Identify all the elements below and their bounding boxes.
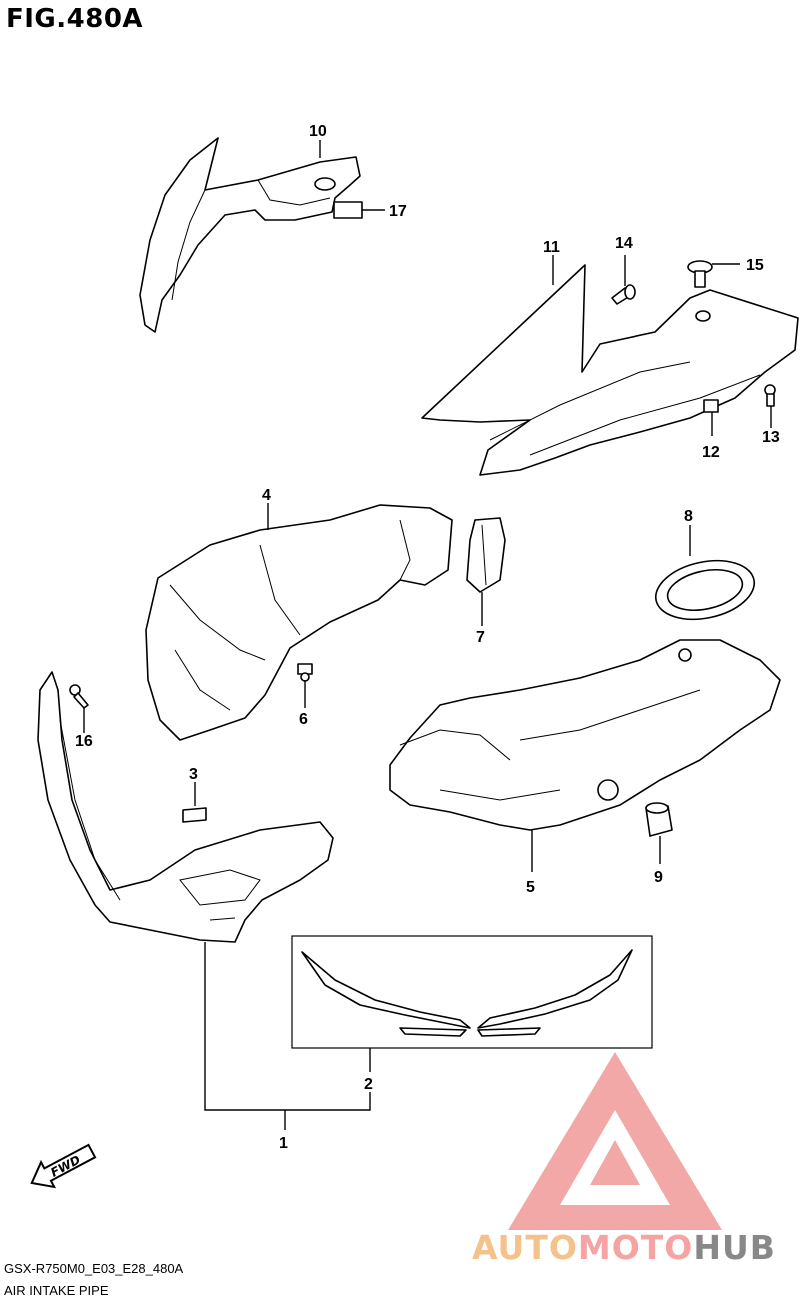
part-6-clip xyxy=(297,663,313,682)
leader-lines xyxy=(83,140,772,1130)
part-label-16: 16 xyxy=(75,733,93,750)
part-label-1: 1 xyxy=(279,1135,288,1152)
part-label-4: 4 xyxy=(262,487,271,504)
part-11-side-cover xyxy=(421,264,799,476)
watermark-logo xyxy=(508,1052,722,1230)
part-13-bolt xyxy=(764,384,776,407)
part-9-grommet xyxy=(645,802,673,837)
part-label-10: 10 xyxy=(309,123,327,140)
watermark-text: AUTOMOTOHUB xyxy=(472,1228,776,1267)
part-label-17: 17 xyxy=(389,203,407,220)
part-label-11: 11 xyxy=(543,239,560,256)
part-label-2: 2 xyxy=(364,1076,373,1093)
part-label-13: 13 xyxy=(762,429,780,446)
part-16-screw xyxy=(69,684,89,709)
part-label-15: 15 xyxy=(746,257,764,274)
part-1-lower-cowl xyxy=(37,671,334,943)
part-5-intake-pipe xyxy=(389,639,781,831)
part-7-seal xyxy=(466,517,506,593)
watermark-hub: HUB xyxy=(693,1228,776,1267)
watermark-auto: AUTO xyxy=(472,1228,578,1267)
part-14-screw xyxy=(611,284,636,305)
part-label-7: 7 xyxy=(476,629,485,646)
part-4-air-duct xyxy=(145,504,453,741)
figure-title: FIG.480A xyxy=(6,4,144,34)
part-label-5: 5 xyxy=(526,879,535,896)
model-code: GSX-R750M0_E03_E28_480A xyxy=(4,1261,184,1276)
fwd-arrow-icon: FWD xyxy=(30,1143,97,1189)
part-15-clip xyxy=(687,260,713,288)
part-label-6: 6 xyxy=(299,711,308,728)
part-label-14: 14 xyxy=(615,235,633,252)
section-name: AIR INTAKE PIPE xyxy=(4,1283,109,1298)
part-10-bracket xyxy=(139,137,363,333)
watermark-moto: MOTO xyxy=(577,1228,694,1267)
part-label-9: 9 xyxy=(654,869,663,886)
part-8-ring xyxy=(654,559,756,621)
part-label-12: 12 xyxy=(702,444,720,461)
part-label-8: 8 xyxy=(684,508,693,525)
part-label-3: 3 xyxy=(189,766,198,783)
part-2-trim-set xyxy=(291,935,653,1049)
part-3-sticker xyxy=(182,807,207,823)
